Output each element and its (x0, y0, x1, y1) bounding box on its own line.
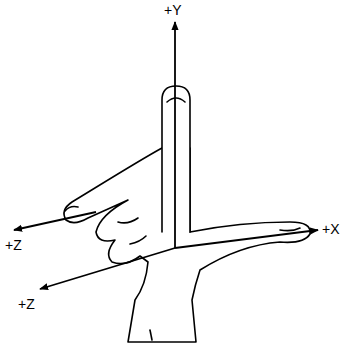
fingernail (65, 207, 78, 212)
z-axis-finger (14, 212, 96, 230)
axis-label: +Z (18, 296, 35, 312)
axis-label: +Y (164, 2, 182, 18)
fingernail (167, 98, 185, 102)
wrist-line (150, 330, 152, 340)
knuckle-line (118, 218, 138, 223)
z-axis (40, 248, 175, 289)
axis-label: +Z (5, 237, 22, 253)
x-axis (175, 230, 318, 248)
knuckle-line (130, 236, 146, 244)
index-finger (162, 86, 190, 232)
axis-label: +X (322, 221, 340, 237)
thumb-crease (280, 228, 300, 231)
y-axis (174, 22, 176, 248)
